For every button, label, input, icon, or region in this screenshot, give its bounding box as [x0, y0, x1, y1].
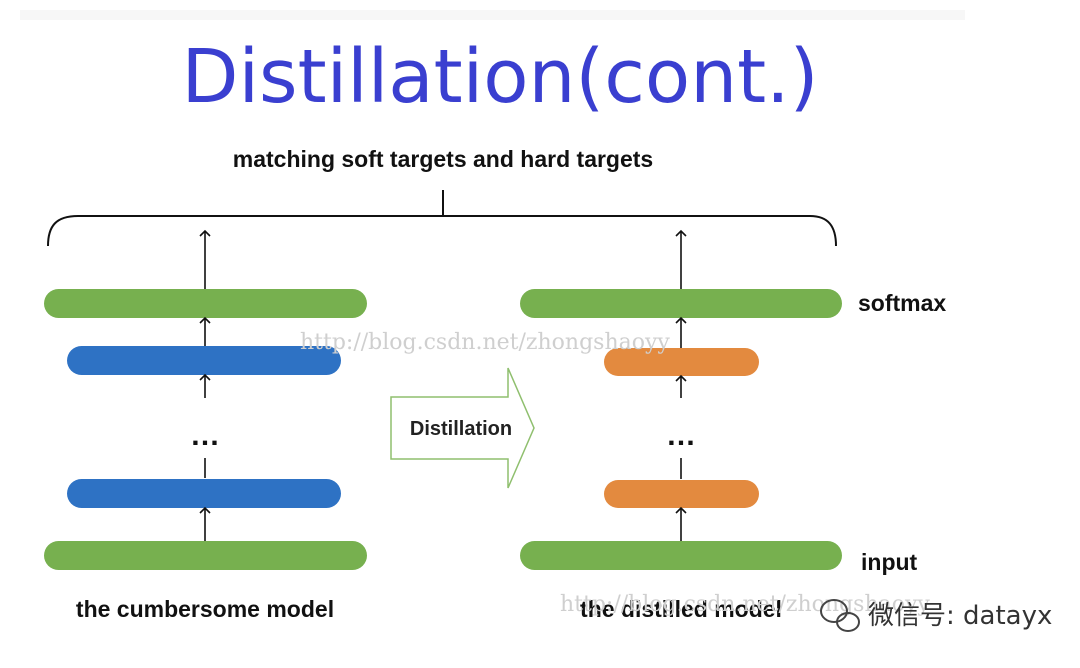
right-layer-hidden-bottom	[604, 480, 759, 508]
watermark-center: http://blog.csdn.net/zhongshaoyy	[300, 330, 670, 355]
right-layer-hidden-top	[604, 348, 759, 376]
left-model: … the cumbersome model	[44, 229, 367, 622]
right-caption: the distilled model	[580, 596, 782, 622]
softmax-label: softmax	[858, 290, 946, 316]
left-layer-input	[44, 541, 367, 570]
distillation-arrow: Distillation	[390, 367, 535, 489]
right-layer-input	[520, 541, 842, 570]
wechat-id: 微信号: datayx	[868, 601, 1052, 631]
right-model: … the distilled model	[520, 229, 842, 622]
left-layer-softmax	[44, 289, 367, 318]
left-ellipsis: …	[190, 419, 220, 452]
top-label: matching soft targets and hard targets	[233, 146, 653, 172]
distillation-arrow-label: Distillation	[410, 418, 512, 440]
wechat-watermark: 微信号: datayx	[820, 599, 1052, 632]
matching-brace	[47, 215, 837, 247]
page-title: Distillation(cont.)	[181, 34, 818, 120]
header-band	[20, 10, 965, 20]
right-layer-softmax	[520, 289, 842, 318]
wechat-icon	[820, 599, 860, 632]
right-ellipsis: …	[666, 419, 696, 452]
left-layer-hidden-bottom	[67, 479, 341, 508]
left-layer-hidden-top	[67, 346, 341, 375]
watermark-bottom: http://blog.csdn.net/zhongshaoyy	[560, 592, 930, 617]
input-label: input	[861, 549, 918, 575]
left-caption: the cumbersome model	[76, 596, 334, 622]
